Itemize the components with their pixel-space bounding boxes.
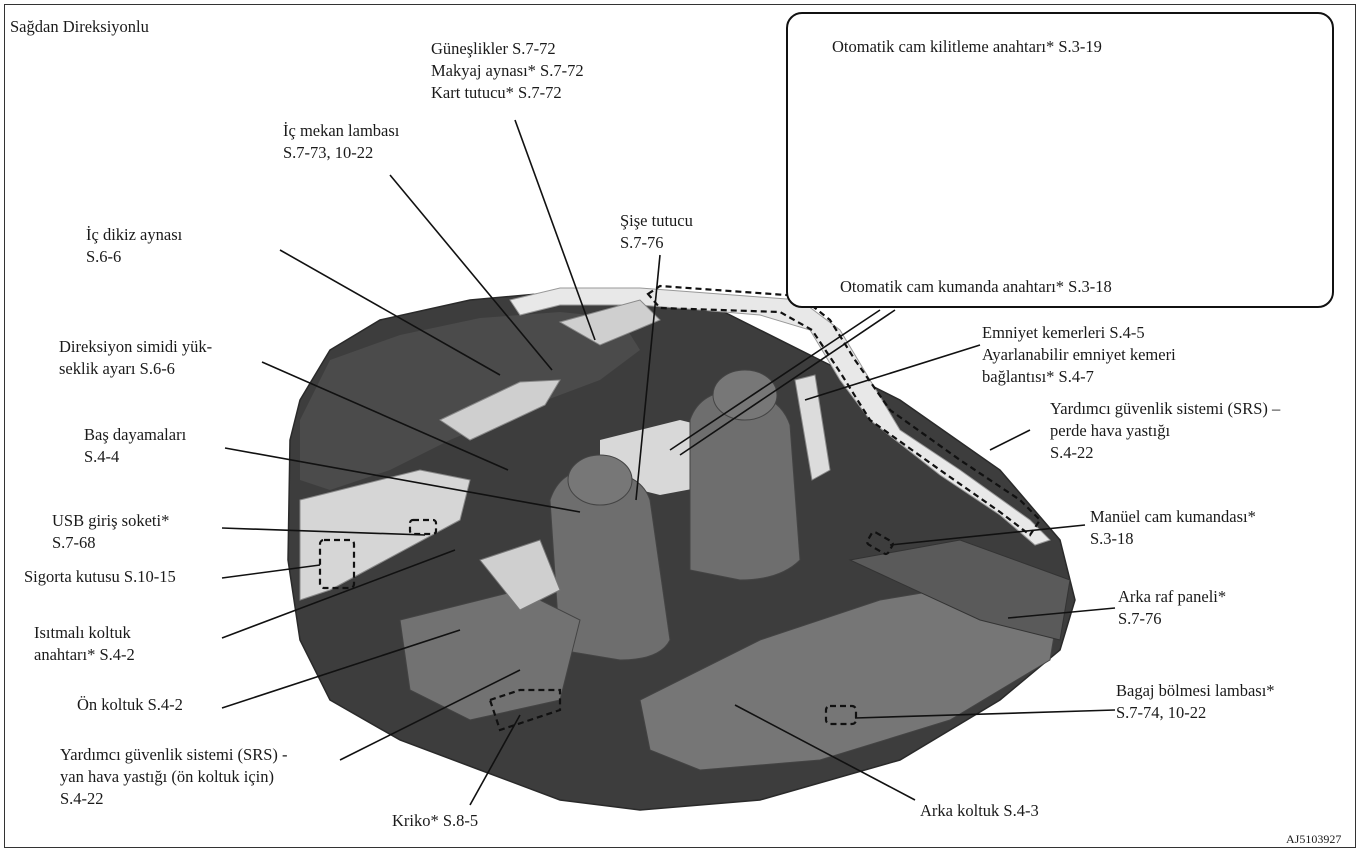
label-usb-socket: USB giriş soketi*S.7-68 — [52, 511, 170, 552]
label-steering-height-adjust: Direksiyon simidi yük-seklik ayarı S.6-6 — [59, 337, 213, 378]
power-window-switch-inset — [786, 12, 1334, 308]
label-rear-seat: Arka koltuk S.4-3 — [920, 801, 1039, 820]
label-rear-shelf-panel: Arka raf paneli*S.7-76 — [1118, 587, 1227, 628]
figure-border — [4, 4, 1356, 848]
page-title: Sağdan Direksiyonlu — [10, 17, 149, 36]
rear-seat — [639, 579, 1061, 771]
label-jack: Kriko* S.8-5 — [392, 811, 479, 830]
label-auto-window-control-switch: Otomatik cam kumanda anahtarı* S.3-18 — [840, 277, 1112, 296]
label-luggage-lamp: Bagaj bölmesi lambası*S.7-74, 10-22 — [1116, 681, 1275, 722]
dashboard — [300, 312, 640, 490]
label-fuse-box: Sigorta kutusu S.10-15 — [24, 567, 176, 586]
front-seat-right-back — [689, 389, 801, 581]
b-pillar — [794, 374, 831, 481]
overhead-console — [558, 299, 661, 346]
center-console — [479, 539, 561, 611]
label-front-seat: Ön koltuk S.4-2 — [77, 695, 183, 714]
label-srs-curtain-airbag: Yardımcı güvenlik sistemi (SRS) –perde h… — [1050, 399, 1281, 462]
label-srs-side-airbag: Yardımcı güvenlik sistemi (SRS) -yan hav… — [60, 745, 288, 808]
figure-code: AJ5103927 — [1286, 832, 1342, 846]
sun-visor — [438, 379, 561, 441]
rear-shelf — [848, 539, 1071, 641]
left-door-panel — [299, 469, 471, 601]
label-auto-window-lock-switch: Otomatik cam kilitleme anahtarı* S.3-19 — [832, 37, 1102, 56]
headrest-right — [712, 369, 778, 421]
label-manual-window-crank: Manüel cam kumandası*S.3-18 — [1090, 507, 1256, 548]
dashed-marks — [318, 284, 1042, 732]
roof-frame — [509, 287, 1051, 546]
headrest-left — [567, 454, 633, 506]
